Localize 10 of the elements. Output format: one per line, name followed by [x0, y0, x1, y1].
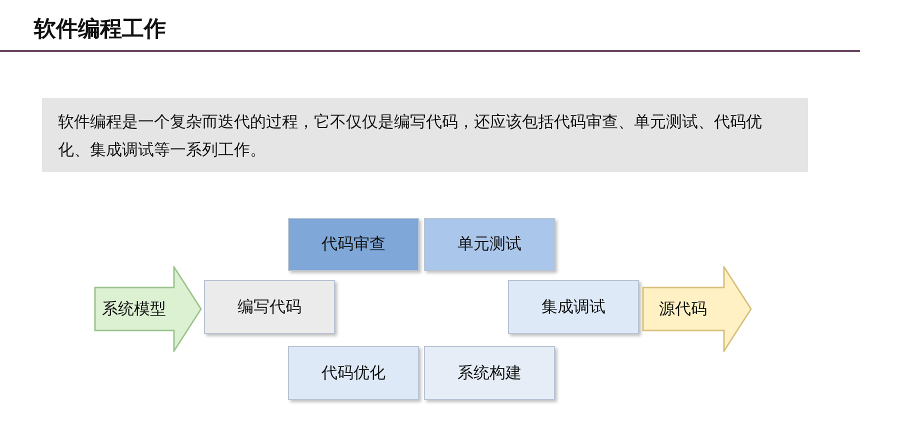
process-box: 代码审查 — [288, 218, 419, 271]
process-box: 系统构建 — [424, 346, 555, 400]
page-title: 软件编程工作 — [34, 16, 166, 44]
arrow-label: 系统模型 — [101, 298, 167, 320]
process-box: 编写代码 — [204, 280, 335, 334]
process-box: 集成调试 — [508, 280, 639, 334]
process-box: 代码优化 — [288, 346, 419, 400]
description-panel: 软件编程是一个复杂而迭代的过程，它不仅仅是编写代码，还应该包括代码审查、单元测试、代码优化、集成调试等一系列工作。 — [42, 98, 808, 172]
process-box: 单元测试 — [424, 218, 555, 271]
arrow-label: 源代码 — [658, 298, 708, 320]
